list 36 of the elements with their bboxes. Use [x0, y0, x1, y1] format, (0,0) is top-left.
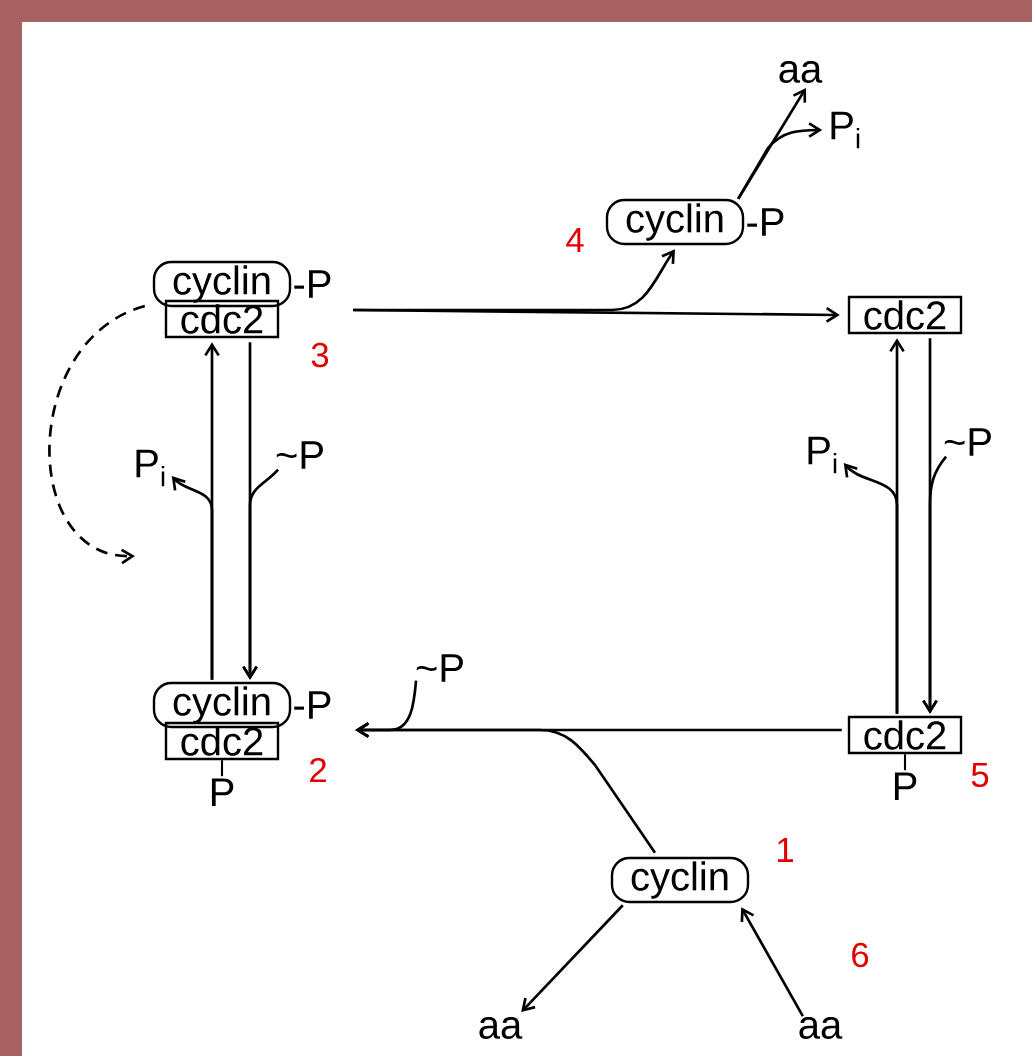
phosphate-label: -P: [747, 208, 784, 236]
phosphate-label: P: [894, 754, 917, 800]
callout-number: 6: [852, 942, 869, 968]
callout-number: 3: [311, 342, 329, 368]
text-label: ~P: [944, 428, 991, 456]
cyclin-box: cyclin: [152, 681, 292, 729]
text-label: P$_{i}$: [831, 111, 860, 149]
cdc2-box: cdc2: [847, 295, 963, 335]
text-label: ~P: [276, 441, 323, 469]
text-label: P$_{i}$: [808, 436, 837, 474]
cyclin-box: cyclin: [605, 198, 745, 246]
cyclin-box: cyclin: [610, 856, 750, 904]
phosphate-label: -P: [294, 691, 331, 719]
text-label: ~P: [416, 654, 463, 682]
callout-number: 4: [566, 228, 584, 252]
text-label: aa: [479, 1017, 523, 1039]
cdc2-box: cdc2: [164, 721, 280, 761]
arrow: [521, 904, 624, 1013]
text-label: aa: [799, 1017, 843, 1039]
cdc2-box: cdc2: [847, 715, 963, 755]
callout-number: 1: [778, 838, 793, 862]
arrow: [922, 455, 948, 714]
arrow: [48, 304, 146, 565]
arrow: [843, 463, 899, 714]
arrow: [355, 680, 418, 738]
callout-number: 5: [971, 762, 989, 788]
arrow: [740, 907, 804, 1017]
text-label: P$_{i}$: [136, 449, 165, 487]
arrow: [737, 122, 823, 200]
arrow: [242, 468, 280, 680]
arrow: [353, 249, 675, 312]
phosphate-label: -P: [294, 270, 331, 298]
text-label: aa: [779, 61, 823, 83]
phosphate-label: P: [211, 760, 234, 806]
callout-number: 2: [310, 757, 326, 783]
arrow: [171, 476, 214, 680]
